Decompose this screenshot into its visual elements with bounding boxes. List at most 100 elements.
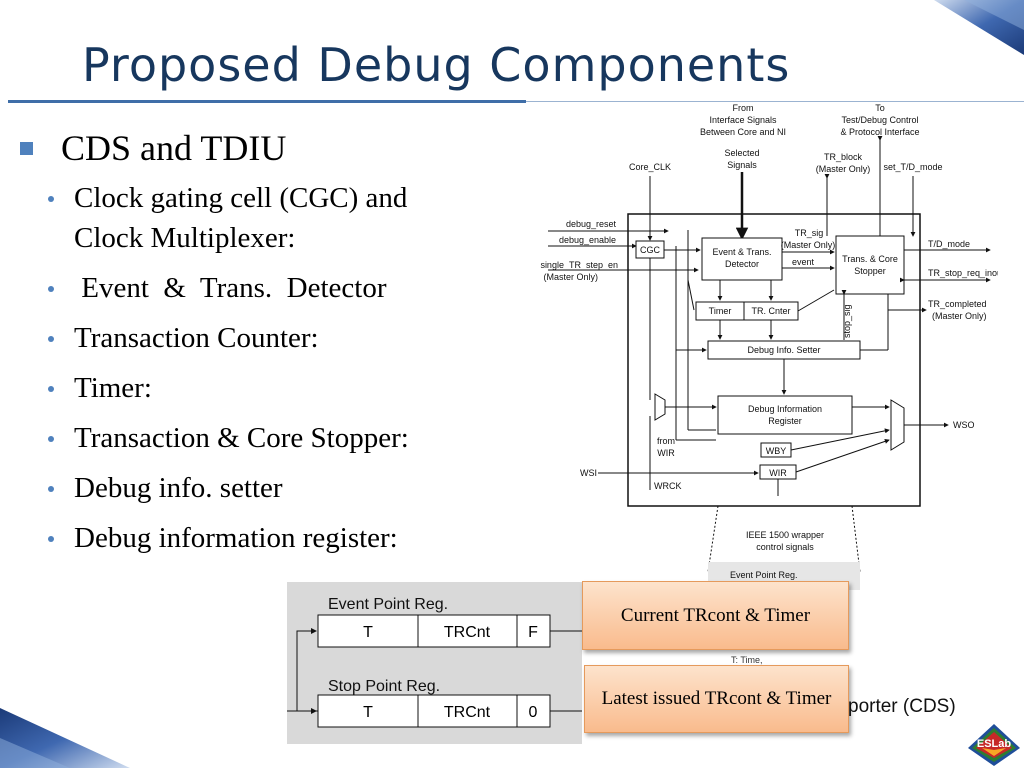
event-reg-trcnt: TRCnt [444,624,491,641]
stop-reg-title: Stop Point Reg. [328,678,440,695]
bullet-item: Transaction Counter: [48,318,498,358]
wrck-label: WRCK [654,481,682,491]
logo-text: ESLab [977,738,1012,750]
event-label: event [792,257,815,267]
stopper-label-0: Trans. & Core [842,254,898,264]
label-core-clk: Core_CLK [629,162,671,172]
label-wso: WSO [953,420,975,430]
callout-latest-trcont: Latest issued TRcont & Timer [584,665,849,733]
wrapper-label-0: IEEE 1500 wrapper [746,530,824,540]
bullet-item-text: Clock gating cell (CGC) and Clock Multip… [74,182,408,254]
info-register-label-1: Register [768,416,802,426]
clock-mux [654,393,666,421]
wrapper-dotted-right [851,505,861,573]
reset-to-timer-line [687,279,695,311]
label-tr-stop: TR_stop_req_inout [928,268,998,278]
bullet-item-text: Transaction Counter: [74,322,319,354]
dot-bullet-icon [48,536,54,542]
label-debug-enable: debug_enable [559,235,616,245]
event-reg-f: F [528,624,538,641]
event-detector-block [701,237,783,281]
dot-bullet-icon [48,286,54,292]
label-from-2: Between Core and NI [700,127,786,137]
label-to-2: & Protocol Interface [840,127,919,137]
feedback-line [296,628,318,712]
bullet-item: Debug information register: [48,518,498,558]
tr-sig-label-0: TR_sig [795,228,824,238]
info-register-block [717,395,853,435]
stop-reg-cell-trcnt [417,694,518,728]
bullet-item-text: Transaction & Core Stopper: [74,422,409,454]
event-reg-cell-t [317,614,419,648]
callout-current-trcont: Current TRcont & Timer [582,581,849,650]
wir-to-mux-line [795,438,890,473]
bullet-item: Clock gating cell (CGC) and Clock Multip… [48,178,498,258]
bullet-item: Transaction & Core Stopper: [48,418,498,458]
bullet-item: Debug info. setter [48,468,498,508]
bullet-item-text: Timer: [74,372,152,404]
label-single-step-0: single_TR_step_en [540,260,618,270]
dot-bullet-icon [48,486,54,492]
slide-title: Proposed Debug Components [82,38,791,92]
cds-block-diagram: From Interface Signals Between Core and … [540,103,998,590]
label-tr-completed-0: TR_completed [928,299,987,309]
bullet-main-text: CDS and TDIU [61,128,287,168]
stopper-label-1: Stopper [854,266,886,276]
label-selected-0: Selected [724,148,759,158]
bullet-item: Timer: [48,368,498,408]
label-debug-reset: debug_reset [566,219,617,229]
cnter-to-stopper-line [797,289,835,312]
bullet-list: CDS and TDIU Clock gating cell (CGC) and… [18,124,498,558]
bullet-main: CDS and TDIU [18,124,498,172]
stop-sig-label: stop_sig [842,304,852,338]
output-mux [890,399,905,451]
bullet-item-text: Debug info. setter [74,472,283,504]
label-set-td-mode: set_T/D_mode [883,162,942,172]
label-wsi: WSI [580,468,597,478]
label-from-0: From [733,103,754,113]
cgc-label: CGC [640,245,661,255]
label-from-1: Interface Signals [709,115,777,125]
event-detector-label-0: Event & Trans. [712,247,771,257]
timer-label: Timer [709,306,732,316]
info-register-label-0: Debug Information [748,404,822,414]
dot-bullet-icon [48,386,54,392]
wby-label: WBY [766,446,787,456]
label-trblock-0: TR_block [824,152,863,162]
stop-reg-trcnt: TRCnt [444,704,491,721]
caption-fragment: porter (CDS) [848,696,956,717]
tr-cnter-label: TR. Cnter [751,306,790,316]
wby-to-mux-line [790,428,890,451]
stopper-block [835,235,905,295]
event-reg-cell-f [516,614,551,648]
label-to-0: To [875,103,885,113]
label-tr-completed-1: (Master Only) [932,311,987,321]
bullet-item: Event & Trans. Detector [48,268,498,308]
label-td-mode: T/D_mode [928,239,970,249]
event-reg-t: T [363,624,373,641]
label-selected-1: Signals [727,160,757,170]
square-bullet-icon [20,141,33,155]
wrapper-label-1: control signals [756,542,814,552]
title-underline [8,100,526,103]
info-setter-label: Debug Info. Setter [747,345,820,355]
dot-bullet-icon [48,196,54,202]
cds-outer-box [627,213,921,507]
dot-bullet-icon [48,436,54,442]
corner-decoration-top-right [934,0,1024,55]
event-reg-title: Event Point Reg. [328,596,448,613]
bullet-item-text: Event & Trans. Detector [74,272,387,304]
label-trblock-1: (Master Only) [816,164,871,174]
wir-label: WIR [769,468,787,478]
tr-sig-label-1: (Master Only) [781,240,836,250]
wrapper-dotted-left [707,505,719,573]
event-detector-label-1: Detector [725,259,759,269]
stop-reg-cell-t [317,694,419,728]
event-point-peek-label: Event Point Reg. [730,570,798,580]
from-wir-label-0: from [657,436,675,446]
event-reg-cell-trcnt [417,614,518,648]
stop-reg-zero: 0 [529,704,538,721]
corner-decoration-bottom-left [0,708,130,768]
bullet-item-text: Debug information register: [74,522,398,554]
title-underline-thin [526,101,1024,102]
